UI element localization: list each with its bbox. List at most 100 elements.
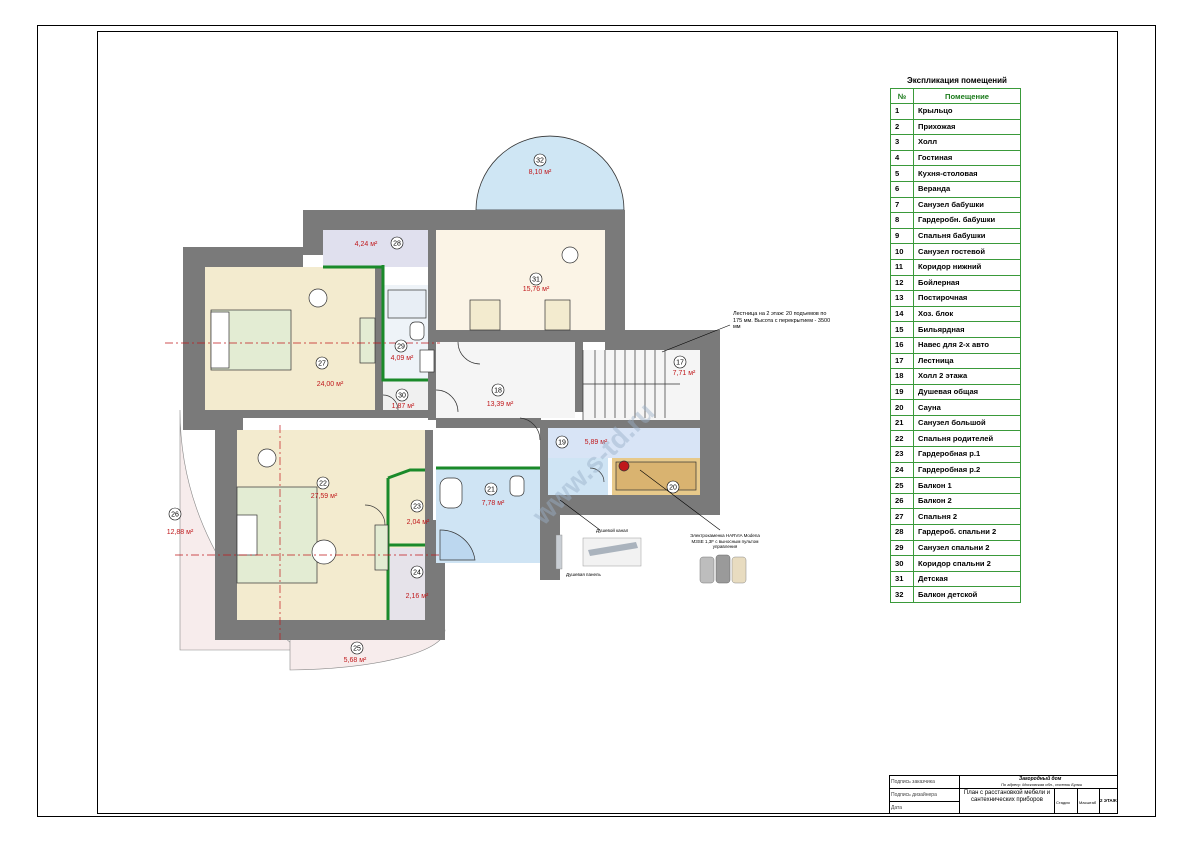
legend-row-room: Балкон 1 (913, 477, 1021, 494)
date-label: Дата (891, 805, 903, 811)
legend-row-room: Лестница (913, 352, 1021, 370)
designer-signature-label: Подпись дизайнера (891, 792, 937, 798)
room-24-floor (388, 548, 425, 620)
legend-row-room: Холл 2 этажа (913, 368, 1021, 385)
room-number: 27 (318, 361, 326, 368)
room-number: 29 (397, 344, 405, 351)
room-area: 4,24 м² (355, 241, 378, 248)
round-table (311, 539, 337, 565)
legend-row-number: 29 (890, 539, 914, 557)
project-name: Загородный дом (1019, 776, 1062, 782)
stairs-note: Лестница на 2 этаж: 20 подъемов по 175 м… (733, 311, 831, 330)
legend-row-number: 2 (890, 118, 914, 136)
customer-signature-label: Подпись заказчика (891, 779, 935, 785)
legend-row-room: Сауна (913, 399, 1021, 416)
floor-label: 2 ЭТАЖ (1100, 798, 1117, 803)
room-area: 27,59 м² (311, 493, 338, 500)
legend-row-number: 27 (890, 508, 914, 526)
legend-row-number: 23 (890, 446, 914, 463)
room-area: 7,78 м² (482, 500, 505, 507)
legend-row-number: 9 (890, 227, 914, 245)
legend-row-room: Хоз. блок (913, 305, 1021, 323)
room-tag-32: 32 8,10 м² (529, 153, 552, 176)
legend-row-number: 26 (890, 492, 914, 510)
legend-row-number: 8 (890, 212, 914, 229)
legend-row-room: Гардеробная р.1 (913, 446, 1021, 463)
legend-row-room: Бойлерная (913, 274, 1021, 292)
furniture (210, 246, 697, 584)
doors (364, 341, 605, 526)
legend-row-room: Детская (913, 570, 1021, 588)
room-tag-25: 255,68 м² (344, 641, 367, 664)
room-tag-29: 29 4,09 м² (391, 339, 414, 362)
room-tag-17: 177,71 м² (673, 355, 696, 377)
room-19b-floor (548, 458, 608, 495)
legend-row-number: 13 (890, 290, 914, 307)
legend-row-room: Постирочная (913, 290, 1021, 307)
legend-row-number: 15 (890, 321, 914, 338)
legend-header-room: Помещение (913, 88, 1021, 104)
room-19-floor (548, 428, 700, 458)
room-number: 18 (494, 388, 502, 395)
legend-row-number: 3 (890, 134, 914, 151)
balcony-32 (475, 135, 625, 211)
legend-row-room: Гостиная (913, 149, 1021, 167)
room-area: 7,71 м² (673, 370, 696, 377)
stage-label: Стадия (1056, 800, 1070, 805)
room-number: 32 (536, 158, 544, 165)
sheet-outer-frame (37, 25, 1156, 817)
room-tag-30: 301,87 м² (392, 388, 415, 410)
shower-panel-image (555, 534, 563, 570)
legend-row-room: Гардеробн. бабушки (913, 212, 1021, 229)
interior-walls (205, 230, 700, 625)
legend-row-room: Бильярдная (913, 321, 1021, 338)
room-18-floor (436, 342, 575, 418)
room-area: 1,87 м² (392, 403, 415, 410)
room-tag-18: 18 13,39 м² (487, 383, 514, 408)
room-area: 4,09 м² (391, 355, 414, 362)
legend-row-room: Прихожая (913, 118, 1021, 136)
sheet-title: План с расстановкой мебели и сантехничес… (963, 790, 1051, 803)
legend-row-room: Спальня бабушки (913, 227, 1021, 245)
room-area: 2,04 м² (407, 519, 430, 526)
room-number: 23 (413, 504, 421, 511)
scale-label: Масштаб (1079, 800, 1097, 805)
sauna-heater-note: Электрокаменка HARVIA Modena M3SE 1,3F с… (690, 533, 760, 549)
project-address: По адресу: Московская обл., поселок Булк… (1001, 782, 1083, 787)
room-number: 19 (558, 440, 566, 447)
legend-row-number: 4 (890, 149, 914, 167)
legend-row-room: Душевая общая (913, 383, 1021, 401)
room-number: 21 (487, 487, 495, 494)
legend-row-room: Гардероб. спальни 2 (913, 524, 1021, 541)
legend-row-room: Гардеробная р.2 (913, 461, 1021, 479)
room-number: 25 (353, 646, 361, 653)
legend-row-number: 18 (890, 368, 914, 385)
room-tag-23: 23 2,04 м² (407, 499, 430, 526)
legend-row-room: Санузел большой (913, 414, 1021, 432)
room-area: 13,39 м² (487, 401, 514, 408)
legend-row-number: 6 (890, 180, 914, 198)
room-tag-28: 284,24 м² (355, 236, 404, 250)
legend-row-number: 16 (890, 336, 914, 354)
legend-row-number: 14 (890, 305, 914, 323)
room-area: 8,10 м² (529, 169, 552, 176)
